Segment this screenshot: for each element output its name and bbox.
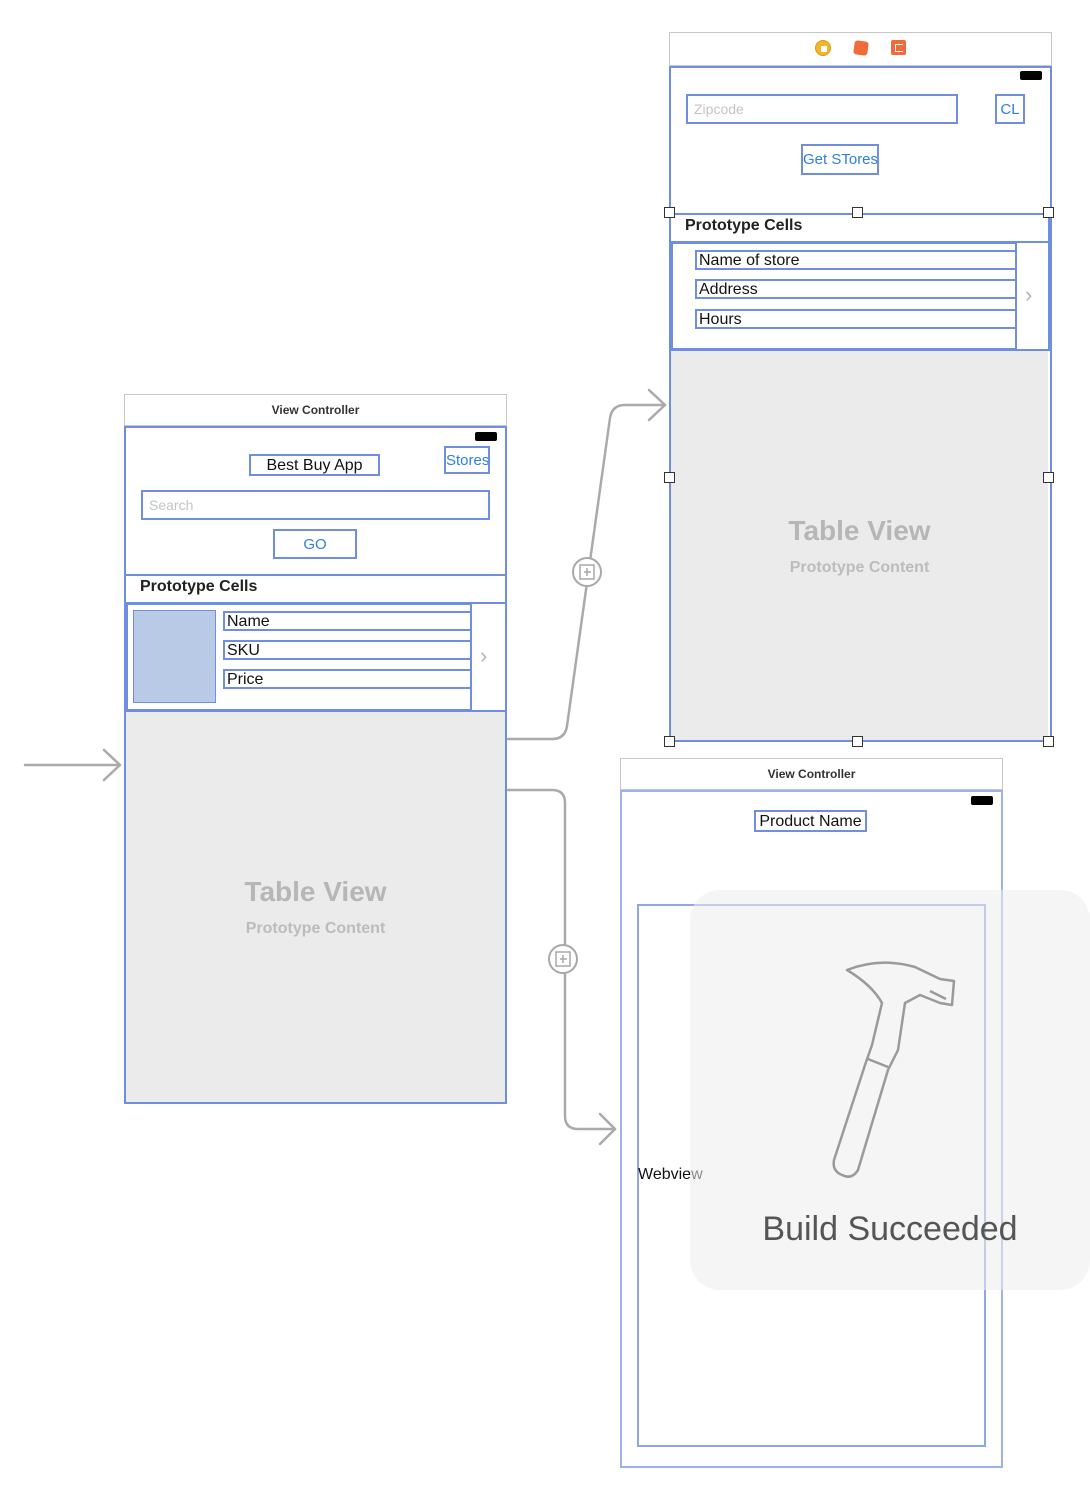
disclosure-chevron-icon: ›	[480, 643, 488, 668]
search-field[interactable]: Search	[141, 490, 490, 520]
table-view-subtitle: Prototype Content	[789, 559, 930, 576]
resize-handle[interactable]	[1043, 207, 1054, 218]
view-controller-icon[interactable]	[815, 40, 831, 56]
battery-icon	[1020, 71, 1042, 80]
zipcode-field[interactable]: Zipcode	[686, 94, 958, 124]
store-hours-label[interactable]: Hours	[695, 309, 1017, 329]
battery-icon	[971, 796, 993, 805]
cl-button[interactable]: CL	[995, 94, 1025, 124]
resize-handle[interactable]	[664, 207, 675, 218]
build-status-message: Build Succeeded	[762, 1210, 1018, 1248]
scene3-header[interactable]: View Controller	[620, 758, 1003, 790]
table-view-area[interactable]	[126, 712, 505, 1102]
product-name-label[interactable]: Product Name	[754, 810, 867, 832]
build-status-hud	[690, 890, 1090, 1290]
title-label[interactable]: Best Buy App	[249, 454, 380, 476]
prototype-cells-header: Prototype Cells	[140, 578, 258, 595]
resize-handle[interactable]	[852, 736, 863, 747]
cell-price-label[interactable]: Price	[223, 669, 472, 689]
resize-handle[interactable]	[852, 207, 863, 218]
table-view-title: Table View	[788, 515, 931, 546]
hammer-icon	[832, 961, 956, 1178]
resize-handle[interactable]	[1043, 736, 1054, 747]
table-view-area[interactable]	[671, 351, 1048, 740]
table-view-title: Table View	[244, 876, 387, 907]
product-image-view[interactable]	[133, 610, 216, 703]
resize-handle[interactable]	[664, 472, 675, 483]
cell-name-label[interactable]: Name	[223, 611, 472, 631]
cell-sku-label[interactable]: SKU	[223, 640, 472, 660]
disclosure-chevron-icon: ›	[1025, 282, 1033, 307]
resize-handle[interactable]	[1043, 472, 1054, 483]
prototype-cells-header: Prototype Cells	[685, 217, 803, 234]
resize-handle[interactable]	[664, 736, 675, 747]
go-button[interactable]: GO	[273, 529, 357, 559]
scene1-header[interactable]: View Controller	[124, 394, 507, 426]
exit-icon[interactable]	[891, 40, 906, 55]
get-stores-button[interactable]: Get STores	[801, 144, 879, 175]
store-address-label[interactable]: Address	[695, 279, 1017, 299]
webview-label: Webview	[638, 1166, 703, 1183]
segue-badge-icon	[548, 557, 602, 974]
first-responder-icon[interactable]	[853, 40, 869, 56]
battery-icon	[475, 432, 497, 441]
stores-button[interactable]: Stores	[444, 446, 490, 474]
table-view-subtitle: Prototype Content	[245, 920, 386, 937]
store-name-label[interactable]: Name of store	[695, 250, 1017, 270]
